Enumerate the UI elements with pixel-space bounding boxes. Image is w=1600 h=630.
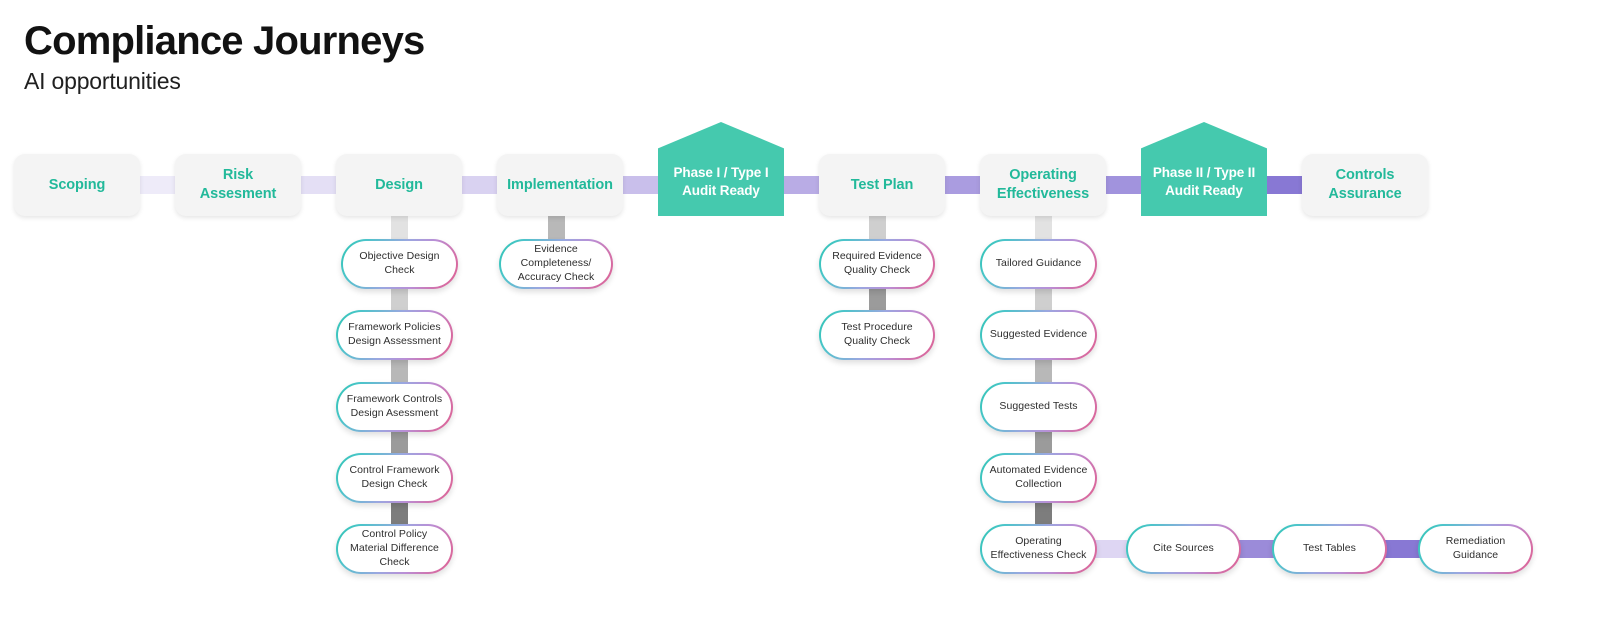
ai-opportunity-node[interactable]: Suggested Tests xyxy=(980,382,1097,432)
node-body: Operating Effectiveness Check xyxy=(981,525,1096,573)
node-body: Framework Controls Design Asessment xyxy=(337,383,452,431)
node-body: Tailored Guidance xyxy=(981,240,1096,288)
page-header: Compliance Journeys AI opportunities xyxy=(24,19,425,95)
ai-opportunity-node[interactable]: Test Procedure Quality Check xyxy=(819,310,935,360)
stage-label: Implementation xyxy=(507,176,613,193)
ai-opportunity-node[interactable]: Test Tables xyxy=(1272,524,1387,574)
node-label: Suggested Tests xyxy=(999,400,1078,413)
ai-opportunity-node[interactable]: Framework Policies Design Assessment xyxy=(336,310,453,360)
node-body: Cite Sources xyxy=(1127,525,1240,573)
node-label: Framework Controls Design Asessment xyxy=(346,393,443,419)
branch-connector xyxy=(548,214,565,242)
node-body: Control Framework Design Check xyxy=(337,454,452,502)
stage-implementation[interactable]: Implementation xyxy=(497,154,623,216)
stage-controls-assurance[interactable]: Controls Assurance xyxy=(1302,154,1428,216)
page-title: Compliance Journeys xyxy=(24,19,425,63)
node-body: Test Tables xyxy=(1273,525,1386,573)
branch-connector xyxy=(1035,499,1052,527)
node-label: Cite Sources xyxy=(1153,542,1214,555)
node-label: Test Tables xyxy=(1303,542,1356,555)
branch-connector xyxy=(391,428,408,456)
branch-connector xyxy=(391,357,408,385)
ai-opportunity-node[interactable]: Evidence Completeness/ Accuracy Check xyxy=(499,239,613,289)
stage-test-plan[interactable]: Test Plan xyxy=(819,154,945,216)
milestone-phase-1[interactable]: Phase I / Type I Audit Ready xyxy=(658,122,784,216)
node-label: Control Policy Material Difference Check xyxy=(350,528,439,568)
node-body: Automated Evidence Collection xyxy=(981,454,1096,502)
node-body: Test Procedure Quality Check xyxy=(820,311,934,359)
stage-connector xyxy=(775,176,829,194)
node-label: Suggested Evidence xyxy=(989,328,1088,341)
node-label: Remediation Guidance xyxy=(1445,535,1506,561)
stage-label: Test Plan xyxy=(850,176,914,193)
node-label: Objective Design Check xyxy=(359,250,440,276)
bottom-chain-connector xyxy=(1380,540,1426,558)
stage-label: Controls Assurance xyxy=(1328,167,1402,202)
node-label: Operating Effectiveness Check xyxy=(990,535,1087,561)
stage-risk-assesment[interactable]: Risk Assesment xyxy=(175,154,301,216)
node-label: Control Framework Design Check xyxy=(349,464,440,490)
ai-opportunity-node[interactable]: Operating Effectiveness Check xyxy=(980,524,1097,574)
node-label: Evidence Completeness/ Accuracy Check xyxy=(517,243,595,283)
ai-opportunity-node[interactable]: Automated Evidence Collection xyxy=(980,453,1097,503)
node-body: Remediation Guidance xyxy=(1419,525,1532,573)
node-label: Required Evidence Quality Check xyxy=(832,250,922,276)
ai-opportunity-node[interactable]: Objective Design Check xyxy=(341,239,458,289)
stage-scoping[interactable]: Scoping xyxy=(14,154,140,216)
stage-label: Operating Effectiveness xyxy=(996,167,1090,202)
branch-connector xyxy=(391,499,408,527)
node-label: Tailored Guidance xyxy=(995,257,1082,270)
ai-opportunity-node[interactable]: Control Policy Material Difference Check xyxy=(336,524,453,574)
branch-connector xyxy=(869,214,886,242)
stage-operating-effectiveness[interactable]: Operating Effectiveness xyxy=(980,154,1106,216)
branch-connector xyxy=(391,214,408,242)
stage-connector xyxy=(936,176,990,194)
node-body: Framework Policies Design Assessment xyxy=(337,311,452,359)
branch-connector xyxy=(1035,428,1052,456)
node-label: Framework Policies Design Assessment xyxy=(347,321,442,347)
ai-opportunity-node[interactable]: Remediation Guidance xyxy=(1418,524,1533,574)
node-body: Evidence Completeness/ Accuracy Check xyxy=(500,240,612,288)
ai-opportunity-node[interactable]: Required Evidence Quality Check xyxy=(819,239,935,289)
stage-connector xyxy=(1258,176,1312,194)
ai-opportunity-node[interactable]: Suggested Evidence xyxy=(980,310,1097,360)
stage-label: Scoping xyxy=(48,176,106,193)
branch-connector xyxy=(1035,214,1052,242)
ai-opportunity-node[interactable]: Control Framework Design Check xyxy=(336,453,453,503)
node-body: Required Evidence Quality Check xyxy=(820,240,934,288)
node-body: Suggested Evidence xyxy=(981,311,1096,359)
branch-connector xyxy=(1035,357,1052,385)
stage-label: Risk Assesment xyxy=(199,167,277,202)
branch-connector xyxy=(391,285,408,313)
stage-connector xyxy=(292,176,346,194)
milestone-label: Phase II / Type II Audit Ready xyxy=(1152,164,1256,198)
stage-design[interactable]: Design xyxy=(336,154,462,216)
milestone-phase-2[interactable]: Phase II / Type II Audit Ready xyxy=(1141,122,1267,216)
node-body: Objective Design Check xyxy=(342,240,457,288)
branch-connector xyxy=(869,285,886,313)
stage-connector xyxy=(1097,176,1151,194)
branch-connector xyxy=(1035,285,1052,313)
node-body: Suggested Tests xyxy=(981,383,1096,431)
page-subtitle: AI opportunities xyxy=(24,68,181,95)
ai-opportunity-node[interactable]: Tailored Guidance xyxy=(980,239,1097,289)
node-label: Automated Evidence Collection xyxy=(989,464,1088,490)
bottom-chain-connector xyxy=(1090,540,1136,558)
stage-connector xyxy=(453,176,507,194)
ai-opportunity-node[interactable]: Framework Controls Design Asessment xyxy=(336,382,453,432)
stage-label: Design xyxy=(375,176,423,193)
stage-connector xyxy=(614,176,668,194)
stage-connector xyxy=(131,176,185,194)
node-label: Test Procedure Quality Check xyxy=(841,321,913,347)
bottom-chain-connector xyxy=(1234,540,1280,558)
ai-opportunity-node[interactable]: Cite Sources xyxy=(1126,524,1241,574)
node-body: Control Policy Material Difference Check xyxy=(337,525,452,573)
milestone-label: Phase I / Type I Audit Ready xyxy=(673,164,769,198)
